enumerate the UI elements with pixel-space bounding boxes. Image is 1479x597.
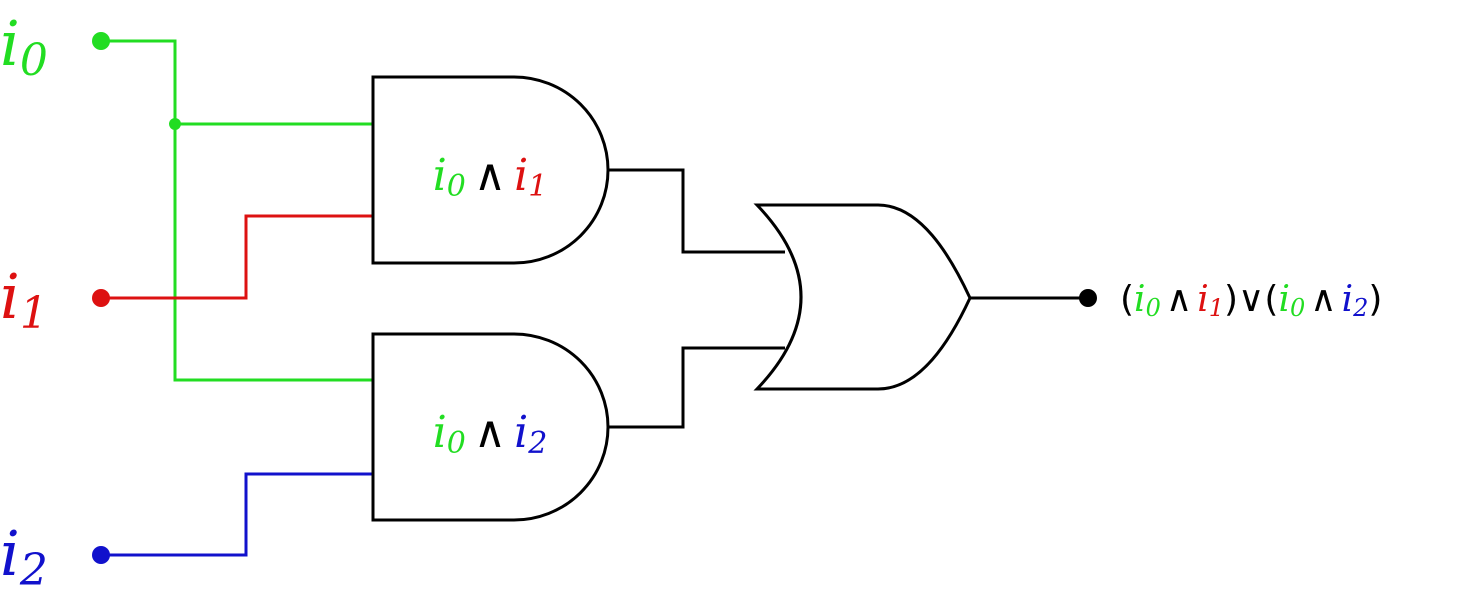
wire-i2-to-and-bottom	[101, 472, 373, 557]
input-label-i0: i0	[0, 7, 48, 86]
wire-and-top-to-or	[608, 168, 785, 254]
or-gate	[753, 203, 972, 391]
and-gate-top	[371, 75, 610, 265]
and-gate-bottom-label: i0∧i2	[433, 407, 548, 461]
junction-dot-i0	[169, 118, 181, 130]
and-gate-bottom	[371, 332, 610, 522]
output-terminal	[1079, 289, 1097, 307]
input-label-i2: i2	[0, 517, 48, 596]
wire-i0-to-and-bottom	[101, 39, 373, 382]
wire-i1-to-and-top	[101, 214, 373, 300]
wire-and-bottom-to-or	[608, 346, 785, 429]
input-label-i1: i1	[0, 260, 48, 339]
and-gate-top-label: i0∧i1	[433, 150, 548, 204]
output-expression: (i0∧i1)∨(i0∧i2)	[1120, 279, 1382, 322]
